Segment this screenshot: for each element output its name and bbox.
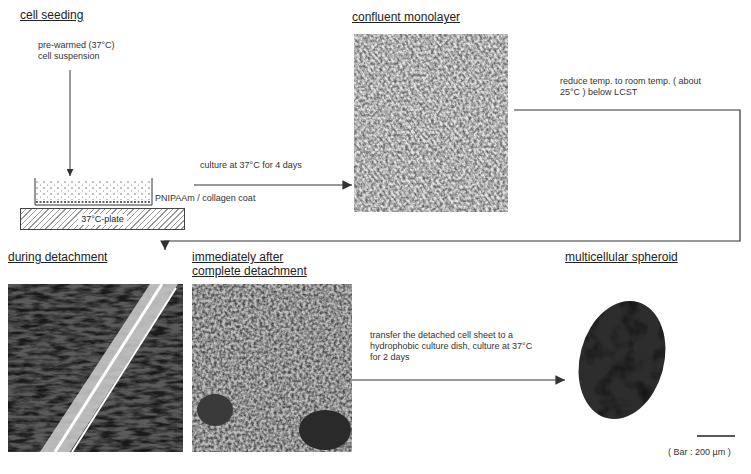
annotation: pre-warmed (37°C) cell suspension (38, 40, 118, 62)
stage-heading: multicellular spheroid (565, 250, 699, 264)
stage-panel: multicellular spheroid (565, 250, 699, 435)
process-arrow (194, 184, 352, 185)
stage-heading: cell seeding (20, 8, 194, 22)
detached-noise (192, 284, 352, 452)
spheroid-texture (570, 295, 675, 425)
layer-label: PNIPAAm / collagen coat (155, 193, 255, 204)
stage-panel: confluent monolayer (352, 10, 514, 215)
stage-heading: confluent monolayer (352, 10, 514, 24)
seeding-arrow (70, 70, 71, 176)
coating-layer (36, 201, 151, 203)
arrow-label: transfer the detached cell sheet to a hy… (370, 330, 545, 363)
detaching-sheet (40, 284, 178, 452)
cell-suspension (36, 181, 151, 200)
dark-region (299, 410, 351, 450)
process-arrow (352, 379, 565, 380)
stage-panel: immediately after complete detachment (192, 250, 352, 454)
detachment-noise (8, 284, 183, 452)
spheroid (566, 291, 678, 429)
culture-dish (35, 178, 152, 205)
plate-label: 37°C-plate (78, 214, 127, 225)
monolayer-texture (354, 34, 508, 212)
arrow-label: culture at 37°C for 4 days (200, 160, 350, 171)
monolayer-noise (354, 34, 508, 212)
sheet-fold (55, 284, 162, 452)
scale-label: ( Bar : 200 µm ) (668, 447, 731, 458)
scale-bar (697, 435, 735, 437)
stage-panel: during detachment (8, 250, 187, 454)
process-arrow (165, 110, 740, 250)
detachment-photo (8, 284, 183, 452)
arrow-label: reduce temp. to room temp. ( about 25°C … (560, 76, 710, 98)
sheet-fold (72, 288, 176, 452)
monolayer-photo (354, 34, 508, 212)
dark-region (197, 394, 233, 426)
stage-heading: immediately after complete detachment (192, 250, 317, 278)
detached-photo (192, 284, 352, 452)
stage-heading: during detachment (8, 250, 187, 264)
heating-plate: 37°C-plate (20, 208, 185, 230)
